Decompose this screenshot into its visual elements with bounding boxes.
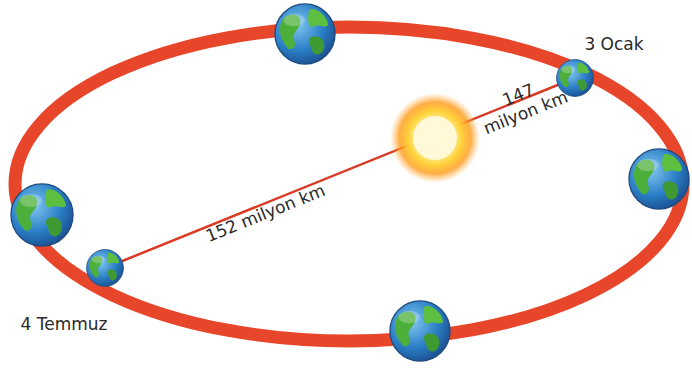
- distance-label: 147 milyon km: [472, 69, 571, 138]
- distance-label: 152 milyon km: [203, 181, 328, 246]
- date-label: 4 Temmuz: [21, 315, 108, 334]
- date-label: 3 Ocak: [584, 35, 643, 54]
